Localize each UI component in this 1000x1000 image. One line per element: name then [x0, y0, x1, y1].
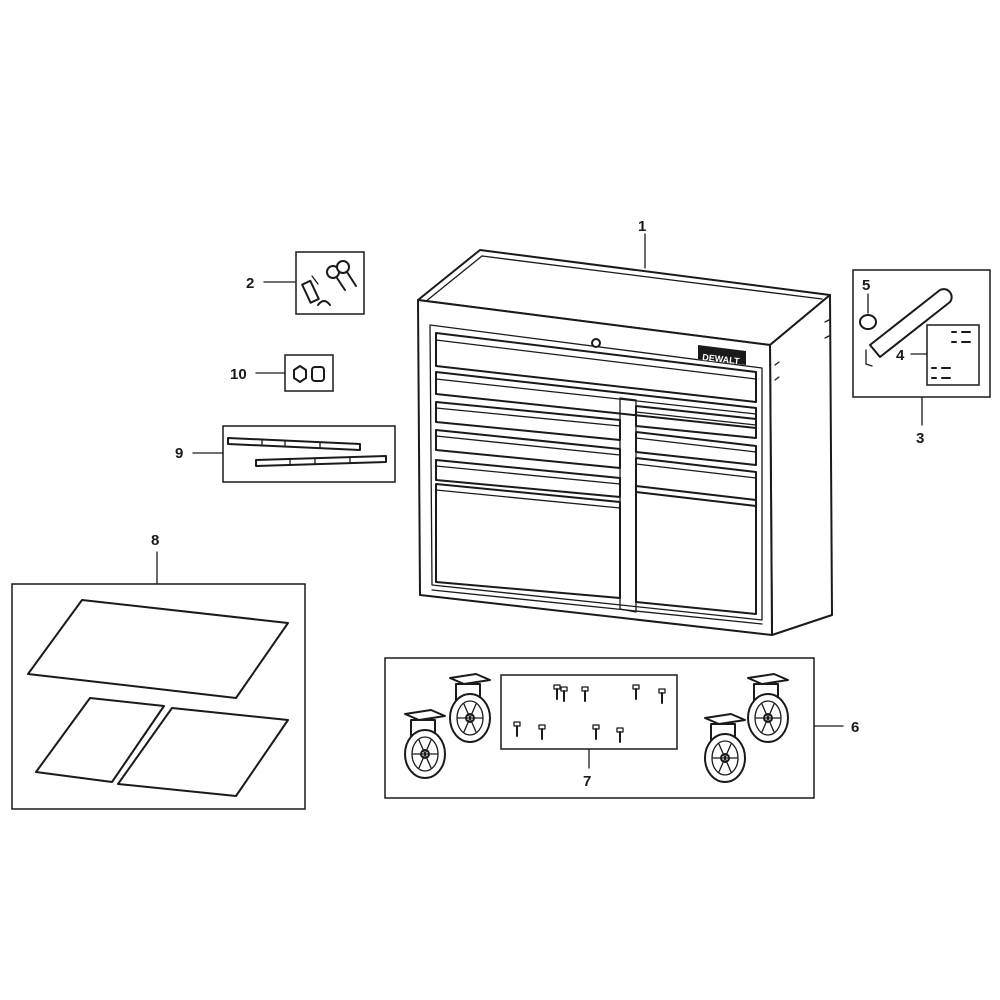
bumper-icon — [293, 365, 325, 383]
bolt-icon — [560, 686, 568, 702]
drawer-left-5 — [435, 459, 621, 498]
callout-7: 7 — [583, 773, 591, 790]
callout-6: 6 — [851, 719, 859, 736]
bolt-icon — [658, 688, 666, 704]
callout-3: 3 — [916, 430, 924, 447]
lock-keys-icon — [301, 260, 357, 306]
part-7-box — [500, 674, 678, 750]
bolt-icon — [632, 684, 640, 700]
liner-small-left — [35, 697, 165, 783]
tool-cabinet: DEWALT — [417, 249, 833, 636]
caster-wheel-icon — [449, 673, 491, 743]
liner-sheets — [27, 599, 289, 797]
end-cap-icon — [859, 314, 877, 330]
bolt-icon — [616, 727, 624, 743]
callout-9: 9 — [175, 445, 183, 462]
bolt-icon — [513, 721, 521, 737]
cabinet-front — [417, 299, 773, 636]
brand-badge — [698, 345, 746, 365]
caster-wheel-icon — [704, 713, 746, 783]
drawer-top — [435, 332, 757, 403]
drawer-right-2 — [635, 431, 757, 466]
bolt-icon — [538, 724, 546, 740]
drawer-left-4 — [435, 429, 621, 469]
brand-badge-text: DEWALT — [702, 352, 741, 366]
drawer-left-3 — [435, 401, 621, 441]
cabinet-right-side — [769, 294, 833, 636]
bolt-icon — [592, 724, 600, 740]
callout-8: 8 — [151, 532, 159, 549]
drawer-slide-icon — [227, 437, 387, 467]
lock-cylinder — [591, 338, 601, 348]
part-4-box — [926, 324, 980, 386]
caster-wheel-icon — [747, 673, 789, 743]
bolts — [513, 684, 666, 743]
callout-4: 4 — [896, 347, 905, 364]
callout-1: 1 — [638, 218, 646, 235]
liner-large — [27, 599, 289, 699]
part-9-box — [222, 425, 396, 483]
callout-10: 10 — [230, 366, 247, 383]
drawer-right-1 — [635, 405, 757, 439]
bolt-icon — [553, 684, 561, 700]
drawer-right-bottom — [635, 485, 757, 615]
caster-wheel-icon — [404, 709, 446, 779]
casters — [404, 673, 789, 783]
part-10-box — [284, 354, 334, 392]
callout-5: 5 — [862, 277, 870, 294]
callout-2: 2 — [246, 275, 254, 292]
bolt-icon — [581, 686, 589, 702]
liner-small-right — [117, 707, 289, 797]
drawer-left-bottom — [435, 483, 621, 599]
screws-icon — [931, 331, 971, 379]
side-handle-icon — [865, 288, 953, 367]
